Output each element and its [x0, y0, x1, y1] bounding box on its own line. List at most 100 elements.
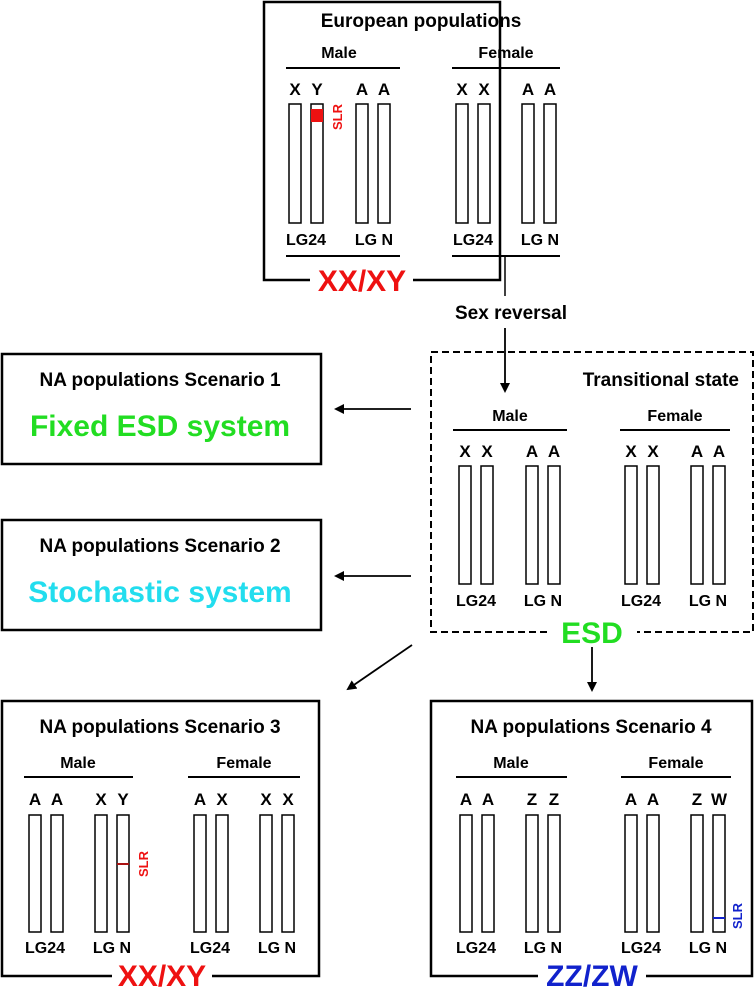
chromosome-bar: [712, 814, 726, 933]
chromosome-bar: [543, 103, 557, 224]
male-label: Male: [493, 755, 529, 772]
sex-system-label: XX/XY: [318, 265, 406, 298]
chromosome-label-y: Y: [117, 790, 129, 809]
chromosome-label-a: A: [51, 790, 63, 809]
chromosome-label-x: X: [260, 790, 272, 809]
chromosome-bar: [50, 814, 64, 933]
chromosome-label-x: X: [625, 442, 637, 461]
scenario-3-frame: [0, 699, 321, 978]
chromosome-bar: [646, 465, 660, 585]
chromosome-label-a: A: [378, 80, 390, 99]
chromosome-label-z: Z: [549, 790, 559, 809]
chromosome-label-x: X: [647, 442, 659, 461]
scenario-3-title: NA populations Scenario 3: [39, 717, 280, 738]
chromosome-bar: [215, 814, 229, 933]
chromosome-label-a: A: [548, 442, 560, 461]
lg24-label: LG24: [25, 940, 65, 957]
slr-label: SLR: [730, 902, 745, 929]
european-panel-frame: [262, 0, 502, 282]
lgn-label: LG N: [689, 593, 727, 610]
chromosome-bar: [525, 465, 539, 585]
chromosome-bar: [310, 103, 324, 224]
scenario-3-arrow: [346, 644, 413, 691]
chromosome-label-a: A: [522, 80, 534, 99]
chromosome-label-x: X: [95, 790, 107, 809]
scenario-2-frame: [0, 518, 323, 632]
chromosome-label-a: A: [482, 790, 494, 809]
chromosome-bar: [458, 465, 472, 585]
scenario-2-panel: NA populations Scenario 2 Stochastic sys…: [0, 518, 323, 632]
chromosome-label-x: X: [456, 80, 468, 99]
scenario-2-system: Stochastic system: [28, 576, 291, 609]
chromosome-label-a: A: [29, 790, 41, 809]
scenario-4-panel: NA populations Scenario 4 Male Female A …: [429, 699, 754, 993]
chromosome-label-x: X: [289, 80, 301, 99]
chromosome-bar: [28, 814, 42, 933]
chromosome-bar: [281, 814, 295, 933]
scenario-1-panel: NA populations Scenario 1 Fixed ESD syst…: [0, 352, 323, 466]
chromosome-bar: [116, 814, 130, 933]
european-title: European populations: [321, 11, 522, 32]
lgn-label: LG N: [93, 940, 131, 957]
chromosome-label-a: A: [625, 790, 637, 809]
lgn-label: LG N: [689, 940, 727, 957]
chromosome-bar: [193, 814, 207, 933]
chromosome-bar: [355, 103, 369, 224]
chromosome-bar: [480, 465, 494, 585]
lgn-label: LG N: [524, 940, 562, 957]
chromosome-label-x: X: [282, 790, 294, 809]
female-label: Female: [216, 755, 271, 772]
male-label: Male: [492, 408, 528, 425]
chromosome-label-y: Y: [311, 80, 323, 99]
female-label: Female: [478, 45, 533, 62]
chromosome-bar: [547, 465, 561, 585]
scenario-4-title: NA populations Scenario 4: [470, 717, 711, 738]
chromosome-bar: [525, 814, 539, 933]
chromosome-bar: [690, 465, 704, 585]
sex-system-label: ZZ/ZW: [546, 960, 638, 993]
chromosome-label-a: A: [526, 442, 538, 461]
chromosome-bar: [624, 465, 638, 585]
chromosome-bar: [712, 465, 726, 585]
slr-label: SLR: [136, 850, 151, 877]
chromosome-bar: [377, 103, 391, 224]
chromosome-label-a: A: [647, 790, 659, 809]
chromosome-bar: [288, 103, 302, 224]
chromosome-label-z: Z: [692, 790, 702, 809]
lgn-label: LG N: [355, 232, 393, 249]
scenario-1-frame: [0, 352, 323, 466]
lg24-label: LG24: [621, 940, 661, 957]
chromosome-label-a: A: [544, 80, 556, 99]
lg24-label: LG24: [190, 940, 230, 957]
lg24-label: LG24: [621, 593, 661, 610]
chromosome-label-x: X: [216, 790, 228, 809]
chromosome-label-x: X: [459, 442, 471, 461]
slr-region: [311, 109, 323, 122]
lgn-label: LG N: [524, 593, 562, 610]
female-label: Female: [648, 755, 703, 772]
male-label: Male: [60, 755, 96, 772]
european-populations-panel: European populations Male Female X Y A A…: [262, 0, 560, 298]
transitional-title: Transitional state: [583, 370, 739, 391]
chromosome-bar: [690, 814, 704, 933]
chromosome-bar: [455, 103, 469, 224]
chromosome-label-a: A: [460, 790, 472, 809]
scenario-1-system: Fixed ESD system: [30, 410, 290, 443]
chromosome-label-a: A: [356, 80, 368, 99]
chromosome-label-a: A: [691, 442, 703, 461]
lg24-label: LG24: [286, 232, 326, 249]
chromosome-label-a: A: [194, 790, 206, 809]
chromosome-label-z: Z: [527, 790, 537, 809]
chromosome-bar: [481, 814, 495, 933]
chromosome-label-x: X: [478, 80, 490, 99]
scenario-2-title: NA populations Scenario 2: [39, 536, 280, 557]
lg24-label: LG24: [453, 232, 493, 249]
male-label: Male: [321, 45, 357, 62]
chromosome-label-w: W: [711, 790, 728, 809]
female-label: Female: [647, 408, 702, 425]
chromosome-bar: [259, 814, 273, 933]
chromosome-bar: [477, 103, 491, 224]
scenario-4-frame: [429, 699, 754, 978]
sex-reversal-label: Sex reversal: [455, 303, 567, 324]
